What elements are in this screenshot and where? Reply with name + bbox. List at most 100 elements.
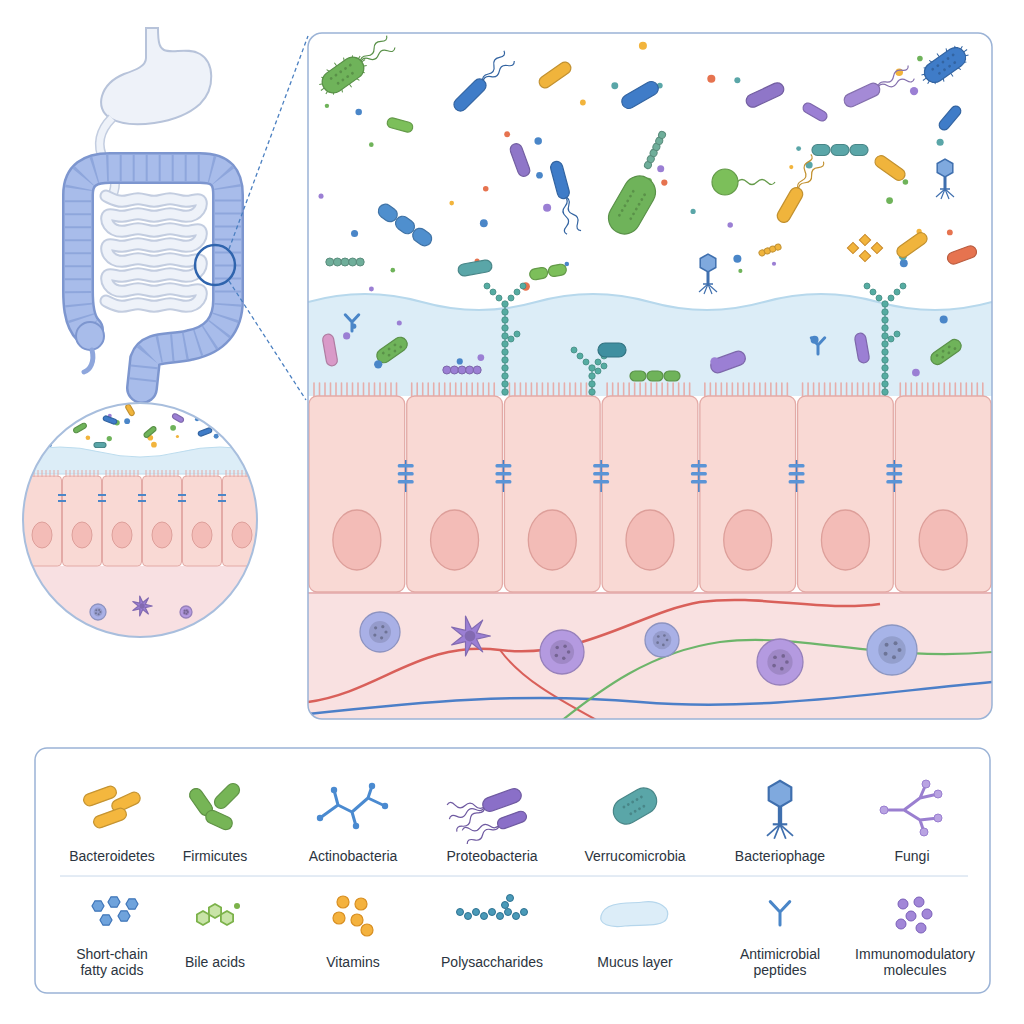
cell-body xyxy=(451,76,488,113)
metabolite-dot xyxy=(449,201,454,206)
legend-icon-part xyxy=(100,915,112,925)
microbe xyxy=(172,413,185,423)
granule xyxy=(344,66,348,70)
granule xyxy=(631,189,635,193)
legend-icon xyxy=(609,783,662,829)
microvillus xyxy=(186,470,187,477)
legend-icon-part xyxy=(934,814,942,822)
glycan-chain-part xyxy=(882,373,888,379)
tight-junction-part xyxy=(398,472,414,476)
microbe xyxy=(537,60,573,90)
cell-body xyxy=(212,781,242,811)
microvillus xyxy=(122,470,123,477)
legend-icon-part xyxy=(473,909,480,916)
bacteriophage xyxy=(936,159,954,199)
legend-item: Polysaccharides xyxy=(427,954,557,970)
legend-label: Mucus layer xyxy=(570,954,700,970)
metabolite xyxy=(859,250,870,261)
nucleus xyxy=(528,510,576,570)
small-intestine xyxy=(106,196,201,306)
legend-icon-part xyxy=(118,911,130,921)
coccus xyxy=(356,258,364,266)
immune-cell-part xyxy=(645,623,679,657)
microvillus xyxy=(78,470,79,477)
capsid xyxy=(937,159,953,177)
immune-cell-part xyxy=(90,604,106,620)
legend-item: Proteobacteria xyxy=(427,848,557,864)
microbe xyxy=(92,807,128,830)
cell-body xyxy=(854,332,870,363)
coccus xyxy=(326,258,334,266)
cell-body xyxy=(92,807,128,830)
coccus xyxy=(443,366,451,374)
granule xyxy=(639,795,643,799)
glycan-chain xyxy=(864,283,906,395)
legend-item: Antimicrobial peptides xyxy=(728,946,833,978)
cell-body xyxy=(318,53,368,97)
legend-icon xyxy=(187,781,242,832)
nucleus xyxy=(919,510,967,570)
lamina-propria xyxy=(308,592,992,719)
legend-icon xyxy=(92,897,138,925)
microbe xyxy=(712,169,775,195)
legend-icon xyxy=(333,896,373,936)
coccus xyxy=(473,366,481,374)
granule xyxy=(334,73,338,77)
microbe xyxy=(598,343,626,357)
flagellum xyxy=(466,822,501,846)
tight-junction-part xyxy=(886,480,902,484)
immune-cell-part xyxy=(381,625,384,628)
cell-membrane xyxy=(602,396,698,592)
granule xyxy=(946,57,950,61)
glycan-chain-part xyxy=(577,353,583,359)
microvillus xyxy=(250,470,251,477)
glycan-chain-part xyxy=(589,365,595,371)
microvillus xyxy=(114,470,115,477)
legend-icon-part xyxy=(353,823,359,829)
epithelial-cell xyxy=(895,383,991,592)
cell-body xyxy=(775,185,805,224)
legend-item: Immunomodulatory molecules xyxy=(840,946,990,978)
dendritic-cell xyxy=(133,596,152,616)
metabolite-dot xyxy=(910,87,918,95)
metabolite-dot xyxy=(107,436,112,441)
metabolite-dot xyxy=(483,186,489,192)
metabolite-dot xyxy=(900,259,908,267)
microbe xyxy=(946,244,978,266)
glycan-chain-part xyxy=(508,295,514,301)
epithelial-cell xyxy=(504,383,600,592)
microvillus xyxy=(242,470,243,477)
legend-label: Bacteroidetes xyxy=(47,848,177,864)
legend-item: Bile acids xyxy=(150,954,280,970)
legend-label: Bacteriophage xyxy=(715,848,845,864)
immune-cell-part xyxy=(374,626,377,629)
immune-cell-part xyxy=(867,625,917,675)
immune-cell-part xyxy=(180,606,192,618)
legend-icon-part xyxy=(880,806,888,814)
flagellum xyxy=(876,63,910,89)
granule xyxy=(642,804,646,808)
tight-junction xyxy=(178,500,186,502)
metabolite-dot xyxy=(124,418,130,424)
zoom-inset xyxy=(20,400,262,646)
microbe xyxy=(312,33,399,103)
zoom-content xyxy=(20,400,262,646)
legend-icon-part xyxy=(898,899,908,909)
epithelial-cell xyxy=(407,383,503,592)
microvillus xyxy=(118,470,119,477)
nucleus xyxy=(152,522,172,548)
legend-frame xyxy=(35,748,990,993)
microbe xyxy=(928,337,963,367)
metabolite-dot xyxy=(917,56,923,62)
cell-body xyxy=(457,259,493,277)
legend-icon-part xyxy=(317,815,323,821)
metabolite-dot xyxy=(738,269,742,273)
tight-junction xyxy=(789,460,805,492)
immune-cell-part xyxy=(884,652,888,656)
cell-body xyxy=(509,142,532,178)
legend-icon-part xyxy=(221,911,233,925)
tail xyxy=(944,177,947,189)
granule xyxy=(329,76,333,80)
cell-body xyxy=(529,267,549,281)
pilus xyxy=(951,73,953,76)
